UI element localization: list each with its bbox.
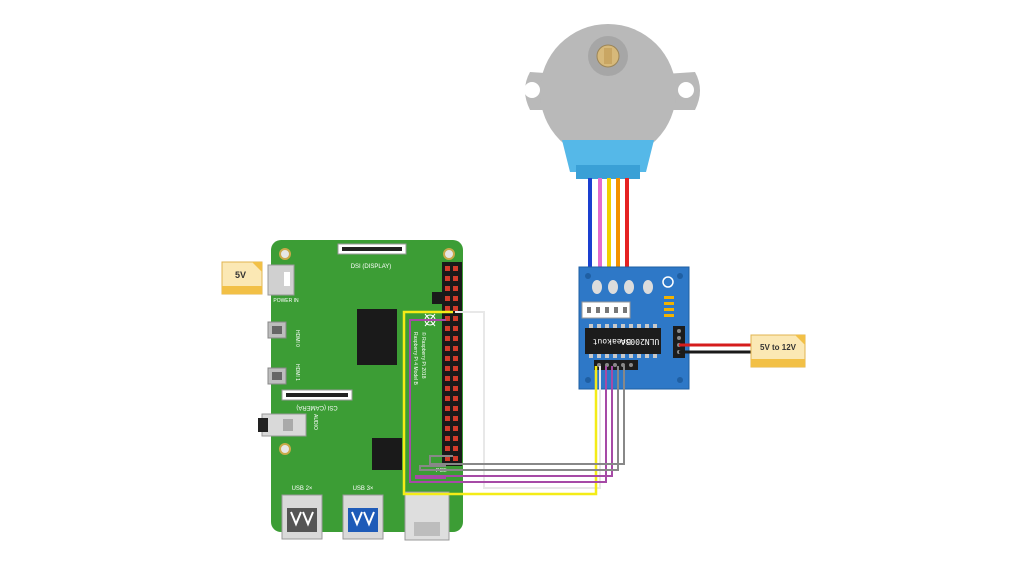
uln2003-driver-board: breakout ULN2003A	[578, 266, 690, 390]
gpio-pin	[445, 356, 450, 361]
gpio-pin	[453, 296, 458, 301]
gpio-pin	[445, 336, 450, 341]
gpio-pin	[445, 396, 450, 401]
led-indicators	[592, 280, 653, 294]
raspberry-pi-board: DSI (DISPLAY) POWER IN HDMI 0 HDMI 1 CSI…	[258, 240, 463, 541]
usb2-label: USB 2×	[292, 486, 313, 492]
gpio-pin	[445, 326, 450, 331]
gpio-pin	[445, 426, 450, 431]
csi-label: CSI (CAMERA)	[296, 404, 337, 410]
gpio-signal-wires	[402, 310, 625, 496]
gpio-pin	[453, 396, 458, 401]
gpio-pin	[453, 376, 458, 381]
gpio-pin	[445, 386, 450, 391]
hdmi1-label: HDMI 1	[294, 364, 300, 381]
gpio-pins	[445, 266, 458, 461]
dsi-label: DSI (DISPLAY)	[351, 264, 392, 270]
uln2003a-chip	[585, 328, 661, 354]
hdmi0-label: HDMI 0	[294, 330, 300, 347]
gpio-pin	[453, 406, 458, 411]
gpio-pin	[453, 336, 458, 341]
gpio-pin	[445, 416, 450, 421]
gpio-pin	[445, 316, 450, 321]
gpio-pin	[453, 276, 458, 281]
gpio-pin	[445, 306, 450, 311]
driver-power-wires	[679, 343, 752, 354]
gpio-pin	[453, 416, 458, 421]
pi-power-note: 5V	[221, 261, 263, 295]
gpio-pin	[453, 286, 458, 291]
gpio-pin	[453, 436, 458, 441]
gpio-pin	[445, 296, 450, 301]
audio-label: AUDIO	[312, 414, 318, 430]
power-header	[673, 326, 685, 358]
gpio-pin	[445, 406, 450, 411]
gpio-pin	[445, 346, 450, 351]
gpio-pin	[453, 306, 458, 311]
power-in-label: POWER IN	[273, 298, 299, 304]
gpio-pin	[445, 436, 450, 441]
usb3-label: USB 3×	[353, 486, 374, 492]
pi-power-note-text: 5V	[235, 270, 246, 280]
usb-c-power-port	[267, 264, 295, 296]
usb-controller-chip	[372, 438, 402, 470]
soc-chip	[357, 309, 397, 365]
gpio-pin	[453, 456, 458, 461]
gpio-pin	[453, 386, 458, 391]
gpio-pin	[445, 366, 450, 371]
stepper-motor	[524, 24, 700, 179]
gpio-pin	[453, 426, 458, 431]
gpio-header	[442, 262, 462, 466]
gpio-pin	[445, 266, 450, 271]
gpio-pin	[453, 316, 458, 321]
gpio-pin	[453, 356, 458, 361]
gpio-pin	[445, 286, 450, 291]
chip-model-label: ULN2003A	[621, 337, 660, 346]
driver-power-note-text: 5V to 12V	[760, 343, 797, 352]
gpio-pin	[453, 326, 458, 331]
model-label: Raspberry Pi 4 Model B	[412, 332, 418, 385]
gpio-pin	[445, 456, 450, 461]
driver-power-note: 5V to 12V	[750, 334, 806, 368]
gpio-pin	[445, 446, 450, 451]
gpio-pin	[445, 376, 450, 381]
gpio-pin	[453, 446, 458, 451]
gpio-pin	[453, 266, 458, 271]
chip-brand-label: breakout	[593, 337, 632, 346]
gpio-pin	[453, 346, 458, 351]
poe-header	[432, 292, 442, 304]
gpio-pin	[445, 276, 450, 281]
gpio-pin	[453, 366, 458, 371]
copyright-label: © Raspberry Pi 2018	[420, 332, 427, 379]
